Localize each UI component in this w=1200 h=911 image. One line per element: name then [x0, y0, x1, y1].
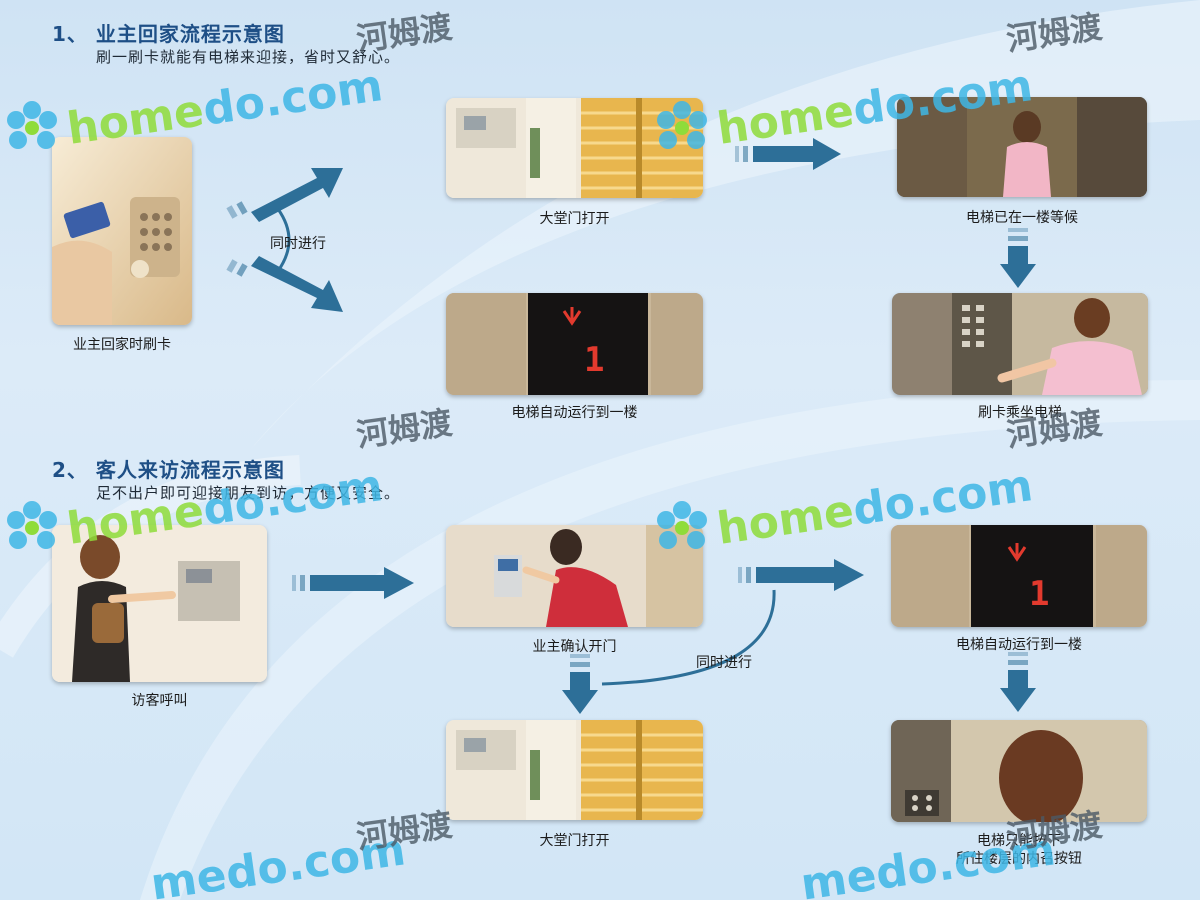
- section1-subtitle: 刷一刷卡就能有电梯来迎接，省时又舒心。: [96, 48, 401, 66]
- svg-text:1: 1: [584, 340, 604, 380]
- photo-elevator-display-1: 1: [446, 293, 703, 395]
- photo-elevator-waiting: [897, 97, 1147, 197]
- photo-swipe-ride: [892, 293, 1148, 395]
- caption-elevator-only-line1: 电梯只能按下: [977, 833, 1061, 849]
- arrow-swipe-to-lobby: [226, 168, 343, 222]
- photo-elevator-only: [891, 720, 1147, 822]
- caption-elevator-auto-2: 电梯自动运行到一楼: [956, 637, 1082, 653]
- photo-visitor-call: [52, 525, 267, 682]
- watermark-flower-icon: [657, 501, 707, 549]
- arrow-visitor-to-owner: [292, 567, 414, 599]
- caption-elevator-only-line2: 所住楼层的内召按钮: [956, 851, 1082, 867]
- arrow-waiting-down: [1000, 228, 1036, 288]
- photo-lobby-door-2: [446, 720, 703, 820]
- caption-swipe: 业主回家时刷卡: [73, 337, 171, 353]
- arrow-lobby-to-waiting: [735, 138, 841, 170]
- caption-elevator-auto-1: 电梯自动运行到一楼: [511, 405, 638, 421]
- caption-owner-confirm: 业主确认开门: [532, 639, 617, 655]
- section1-title: 1、 业主回家流程示意图: [52, 22, 285, 46]
- caption-lobby-open-1: 大堂门打开: [539, 211, 610, 227]
- section2-subtitle: 足不出户即可迎接朋友到访，方便又安全。: [96, 484, 401, 502]
- caption-simultaneous-1: 同时进行: [270, 236, 326, 252]
- watermark-flower-icon: [657, 101, 707, 149]
- simultaneous-curve-1: [276, 208, 291, 272]
- arrow-owner-to-elevator: [738, 559, 864, 591]
- arrow-owner-down: [562, 654, 598, 714]
- caption-visitor-call: 访客呼叫: [131, 693, 188, 709]
- section2-title: 2、 客人来访流程示意图: [52, 458, 285, 482]
- photo-elevator-display-2: 1: [891, 525, 1147, 627]
- caption-lobby-open-2: 大堂门打开: [539, 833, 610, 849]
- svg-text:1: 1: [1029, 574, 1049, 614]
- simultaneous-curve-2: [601, 589, 776, 686]
- caption-swipe-ride: 刷卡乘坐电梯: [978, 405, 1062, 421]
- photo-card-swipe: [52, 137, 192, 325]
- arrow-swipe-to-elevator: [226, 256, 343, 312]
- caption-simultaneous-2: 同时进行: [696, 655, 752, 671]
- caption-elevator-waiting: 电梯已在一楼等候: [966, 210, 1078, 226]
- watermark-flower-icon: [7, 501, 57, 549]
- watermark-flower-icon: [7, 101, 57, 149]
- arrow-elevator-down: [1000, 652, 1036, 712]
